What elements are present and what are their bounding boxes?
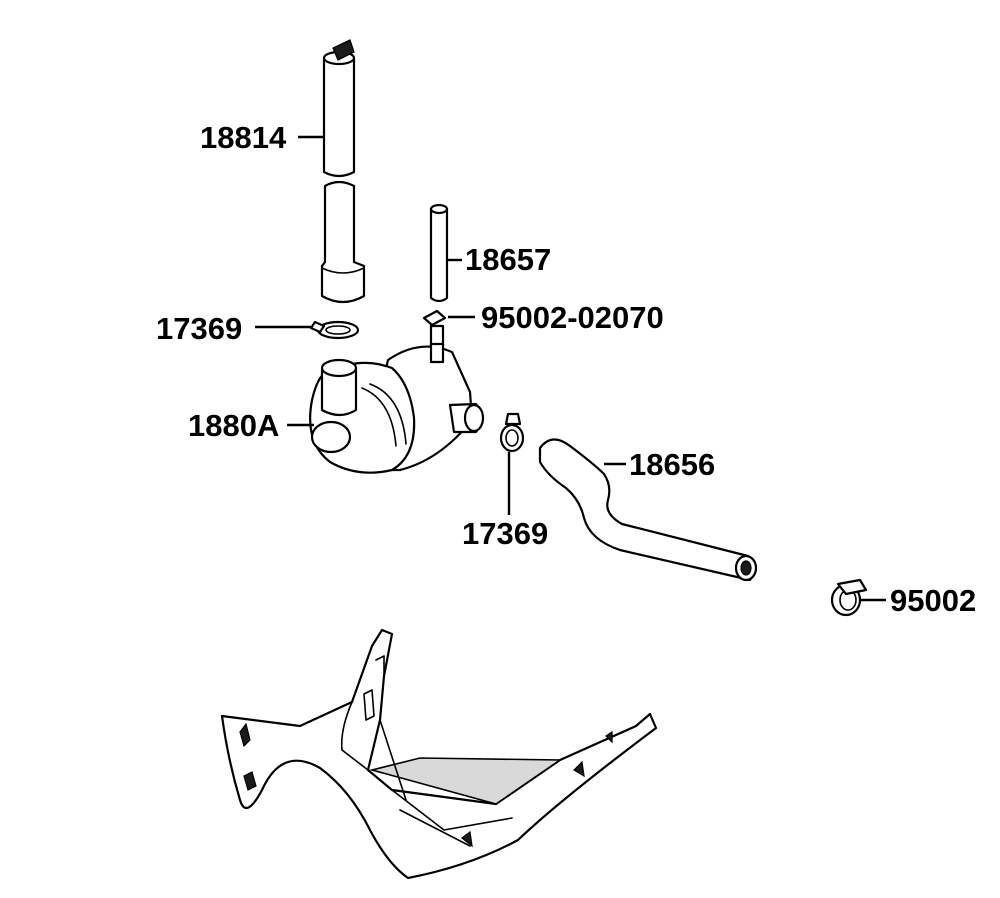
callout-18656: 18656 xyxy=(629,447,715,482)
callout-95002: 95002 xyxy=(890,583,976,618)
clamp-17369-upper xyxy=(309,320,360,340)
callout-17369-upper: 17369 xyxy=(156,311,242,346)
hose-18656 xyxy=(538,438,758,582)
callout-17369-lower: 17369 xyxy=(462,516,548,551)
callout-18657: 18657 xyxy=(465,242,551,277)
clip-95002 xyxy=(830,578,868,617)
pipe-18657 xyxy=(429,203,449,303)
callout-95002-02070: 95002-02070 xyxy=(481,300,664,335)
filter-body-1880A xyxy=(309,342,485,474)
clip-95002-02070 xyxy=(422,309,447,348)
leader-lines xyxy=(255,135,886,602)
callout-18814: 18814 xyxy=(200,120,287,155)
callout-1880A: 1880A xyxy=(188,408,279,443)
clamp-17369-lower xyxy=(499,412,525,453)
tube-18814 xyxy=(320,39,366,304)
undercover xyxy=(220,628,658,880)
